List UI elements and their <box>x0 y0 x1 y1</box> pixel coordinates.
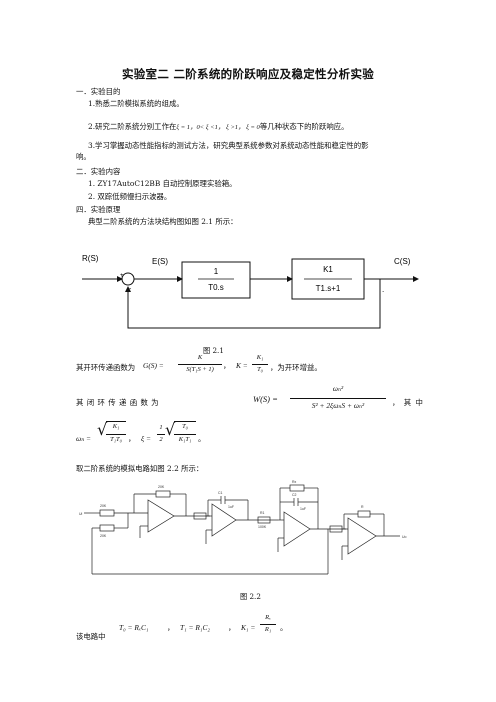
input-resistor <box>99 509 115 517</box>
label-uo: Uo <box>402 535 407 539</box>
principle-intro: 典型二阶系统的方法块结构图如图 2.1 所示： <box>88 217 238 226</box>
label-c1: C1 <box>218 491 223 495</box>
open-loop-G-lhs: G(S) = <box>143 361 164 370</box>
content-item-1: 1. ZY17AutoC12BB 自动控制原理实验箱。 <box>88 179 237 188</box>
open-loop-suffix: ，为开环增益。 <box>270 363 322 372</box>
closed-loop-suffix: ， 其 中 <box>392 398 424 407</box>
open-loop-prefix: 其开环传递函数为 <box>76 363 136 372</box>
label-r1-value: 100K <box>258 525 267 529</box>
open-loop-K-den: T₀ <box>257 366 263 373</box>
objective-item-2: 2.研究二阶系统分别工作在ξ = 1，0< ξ <1， ξ >1， ξ = 0等… <box>88 121 349 133</box>
section-heading-principle: 四．实验原理 <box>76 205 121 214</box>
plus-sign: + <box>120 273 124 279</box>
label-r1: R1 <box>260 511 265 515</box>
label-feedback-input-resistor: 20K <box>100 534 107 538</box>
wn-sqrt-bar <box>106 421 126 422</box>
params-sep: ， <box>128 434 136 443</box>
open-loop-G-num: K <box>197 354 203 361</box>
circuit-eq-end: 。 <box>280 623 288 632</box>
resistor-r1 <box>257 516 271 524</box>
xi-coef-bar <box>157 434 165 435</box>
diagram-dot: . <box>382 285 384 294</box>
input-label: R(S) <box>82 254 99 263</box>
xi-num: T₀ <box>182 423 188 430</box>
circuit-eq-prefix: 该电路中 <box>76 632 106 641</box>
figure-2-2-caption: 图 2.2 <box>240 592 261 601</box>
output-label: C(S) <box>394 257 411 266</box>
open-loop-K-fraction-bar <box>252 364 268 365</box>
xi-lhs: ξ = <box>141 434 151 443</box>
wn-den: T₁T₀ <box>110 436 122 443</box>
wn-sqrt-icon: √ <box>97 420 108 439</box>
open-loop-G-den: S(T₁S + 1) <box>186 366 214 373</box>
feedback-path <box>125 279 381 329</box>
integrator-block <box>181 261 251 299</box>
opamp-3 <box>283 511 311 547</box>
error-label: E(S) <box>152 257 168 266</box>
wn-lhs: ωₙ = <box>76 434 92 443</box>
label-c2: C2 <box>292 493 297 497</box>
inertia-denominator: T1.s+1 <box>316 284 341 293</box>
label-feedback-resistor-1: 20K <box>158 485 165 489</box>
opamp-4 <box>347 517 377 555</box>
objective-item-2-pre: 2.研究二阶系统分别工作在 <box>88 122 177 131</box>
objective-item-2-post: 等几种状态下的阶跃响应。 <box>259 122 349 131</box>
content-item-2: 2. 双踪低频慢扫示波器。 <box>88 192 172 201</box>
circuit-eq-sep-2: ， <box>228 623 236 632</box>
objective-item-1: 1.熟悉二阶模拟系统的组成。 <box>88 99 184 108</box>
integrator-denominator: T0.s <box>208 283 224 292</box>
circuit-eq-t1: T₁ = R₁C₂ <box>180 623 210 632</box>
xi-coef-num: 1 <box>159 424 163 431</box>
circuit-diagram: 20K 20K 20K C1 1uF R1 100K C2 1uF Rx R U… <box>79 480 407 575</box>
page-title: 实验室二 二阶系统的阶跃响应及稳定性分析实验 <box>121 67 375 81</box>
circuit-eq-sep-1: ， <box>167 623 175 632</box>
closed-loop-W-lhs: W(S) = <box>253 394 278 404</box>
circuit-eq-k1-bar <box>260 624 276 625</box>
opamp-2 <box>211 503 237 537</box>
label-c1-value: 1uF <box>228 505 234 509</box>
label-c2-value: 1uF <box>300 507 306 511</box>
xi-coef-den: 2 <box>159 436 163 443</box>
open-loop-K-num: K₁ <box>256 354 264 361</box>
open-loop-K-lhs: K = <box>236 361 248 370</box>
label-ui: Ui <box>79 512 83 516</box>
integrator-numerator: 1 <box>214 267 219 276</box>
wn-fraction-bar <box>106 434 126 435</box>
section-heading-contents: 二．实验内容 <box>76 167 121 176</box>
label-input-resistor: 20K <box>100 504 107 508</box>
section-heading-objectives: 一．实验目的 <box>76 87 121 96</box>
xi-fraction-bar <box>174 434 196 435</box>
circuit-eq-k1-num: Rₓ <box>265 614 271 621</box>
block-diagram: R(S) + - E(S) 1 T0.s K1 T1.s+1 C(S) . <box>82 254 419 329</box>
xi-sqrt-bar <box>174 421 196 422</box>
feedback-input-resistor <box>99 524 115 532</box>
label-rx: Rx <box>292 480 297 484</box>
circuit-eq-t0: T₀ = RₓC₁ <box>119 623 149 632</box>
open-loop-G-fraction-bar <box>178 364 222 365</box>
circuit-intro: 取二阶系统的模拟电路如图 2.2 所示： <box>76 464 204 473</box>
params-end: 。 <box>198 434 206 443</box>
damping-conditions: ξ = 1，0< ξ <1， ξ >1， ξ = 0 <box>176 124 260 131</box>
closed-loop-W-num: ωₙ² <box>332 384 344 393</box>
closed-loop-W-fraction-bar <box>290 398 386 399</box>
xi-den: K₁T₁ <box>178 436 192 443</box>
wn-num: K₁ <box>112 423 120 430</box>
minus-sign: - <box>129 286 132 293</box>
opamp-1 <box>147 499 175 533</box>
feedback-resistor-1 <box>155 490 171 498</box>
resistor-rx <box>289 484 305 492</box>
open-loop-comma: ， <box>223 361 231 370</box>
closed-loop-W-den: S² + 2ξωₙS + ωₙ² <box>311 401 365 410</box>
closed-loop-prefix: 其 闭 环 传 递 函 数 为 <box>76 398 160 407</box>
objective-item-3-line1: 3.学习掌握动态性能指标的测试方法，研究典型系统参数对系统动态性能和稳定性的影 <box>88 141 369 150</box>
figure-2-1-caption: 图 2.1 <box>203 346 224 355</box>
inertia-numerator: K1 <box>323 265 333 274</box>
label-r: R <box>361 505 364 509</box>
circuit-eq-k1-lhs: K₁ = <box>241 623 256 632</box>
summing-junction <box>121 272 135 286</box>
circuit-eq-k1-den: R₁ <box>264 626 272 633</box>
xi-sqrt-icon: √ <box>165 420 176 439</box>
inverter-feedback-resistor <box>357 510 371 518</box>
objective-item-3-line2: 响。 <box>76 152 91 161</box>
